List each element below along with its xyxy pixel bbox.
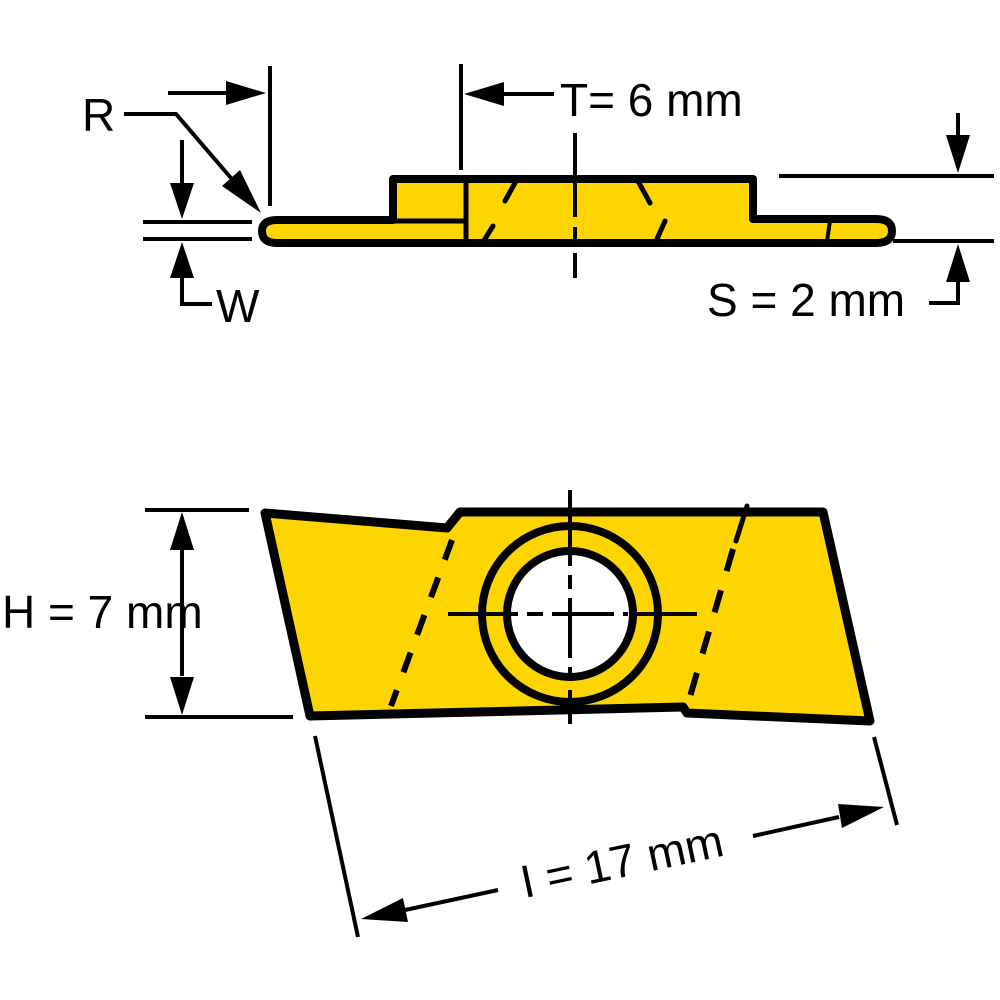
i-dimension-shaft-left [404,888,499,912]
h-arrow-up-icon [170,512,194,550]
tip-edge-tick [825,220,832,242]
s-arrow-up-icon [946,244,970,282]
w-arrow-down-icon [170,183,194,219]
dimension-W: W [143,140,260,332]
side-view: T= 6 mm S = 2 mm R W [82,64,994,332]
t-arrow-left-icon [464,82,504,106]
top-view: H = 7 mm I = 17 mm [2,490,899,938]
dimension-H: H = 7 mm [2,508,293,719]
facet-tick-2 [635,178,653,206]
facet-tick-3 [480,223,496,245]
t-arrow-right-icon [226,81,266,105]
i-extension-left [313,735,360,938]
i-arrow-right-icon [838,804,884,828]
s-dimension-label: S = 2 mm [707,274,905,326]
t-dimension-label: T= 6 mm [560,74,743,126]
r-arrow-icon [222,170,261,213]
i-arrow-left-icon [361,898,408,922]
dimension-S: S = 2 mm [707,113,994,326]
dimension-T: T= 6 mm [168,64,743,206]
r-leader-line [124,112,233,180]
dimension-I: I = 17 mm [313,735,899,938]
s-leader-elbow [929,282,960,305]
w-leader-elbow [180,278,212,306]
right-section-dashed-line [686,548,736,701]
dimension-R: R [82,89,261,213]
facet-tick-4 [654,218,668,242]
h-dimension-label: H = 7 mm [2,586,203,638]
w-label: W [216,280,260,332]
right-edge-tick [733,503,750,544]
i-dimension-shaft-right [752,815,840,838]
i-dimension-label: I = 17 mm [516,814,728,908]
facet-tick-1 [502,178,519,204]
left-section-dashed-line [388,538,455,708]
i-extension-right [872,736,899,826]
w-arrow-up-icon [170,242,194,278]
r-label: R [82,89,115,141]
s-arrow-down-icon [946,135,970,173]
h-arrow-down-icon [170,677,194,715]
